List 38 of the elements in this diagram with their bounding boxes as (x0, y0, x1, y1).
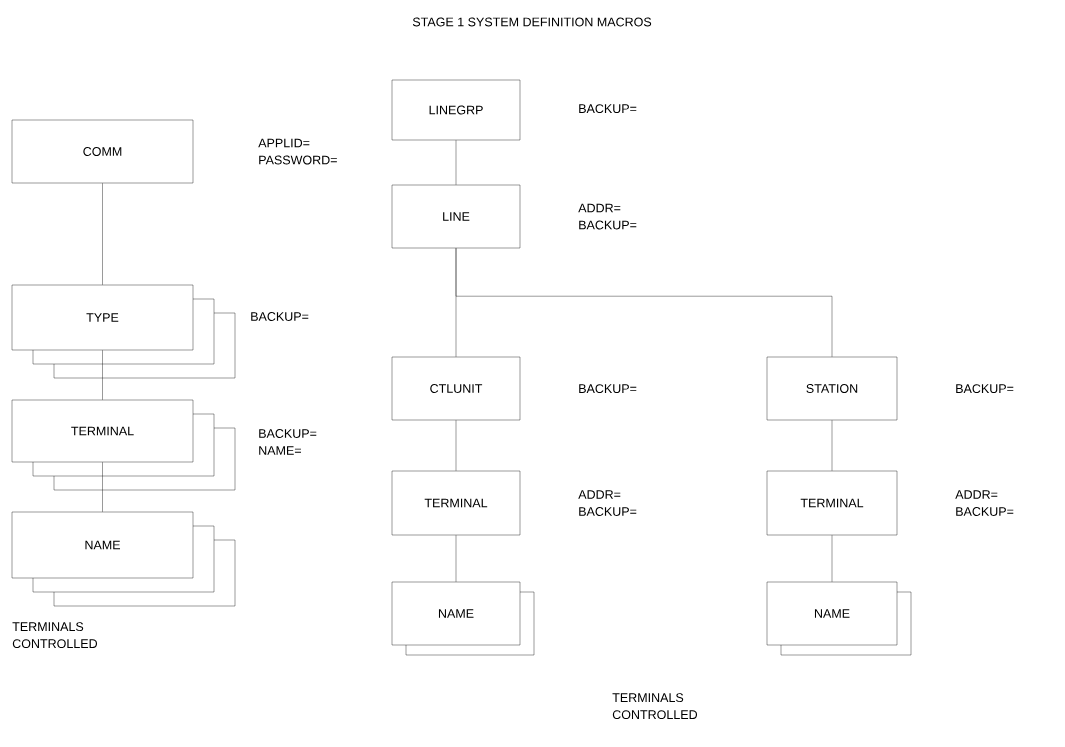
parameter-label: BACKUP= (579, 384, 637, 394)
connector-line (455, 140, 457, 185)
macro-box: TERMINAL (391, 470, 521, 536)
parameter-label: BACKUP= (579, 220, 637, 230)
title: STAGE 1 SYSTEM DEFINITION MACROS (412, 17, 652, 27)
parameter-label: BACKUP= (956, 384, 1014, 394)
parameter-label: BACKUP= (956, 507, 1014, 516)
stacked-box: NAME (766, 581, 912, 656)
parameter-label: BACKUP= (579, 104, 637, 114)
macro-box: COMM (11, 119, 194, 184)
stacked-box: TERMINAL (11, 399, 236, 491)
parameter-label: BACKUP= (251, 312, 309, 321)
connector-line (455, 248, 833, 357)
parameter-label: BACKUP= (579, 507, 637, 516)
note: TERMINALS CONTROLLED (612, 693, 698, 720)
note: TERMINALS CONTROLLED (12, 622, 97, 649)
connector-line (102, 350, 103, 400)
macro-box: LINEGRP (391, 79, 521, 141)
connector-line (455, 535, 457, 582)
parameter-label: ADDR= (578, 490, 621, 499)
parameter-label: APPLID= (258, 138, 310, 148)
macro-box: STATION (766, 356, 898, 421)
parameter-label: PASSWORD= (259, 155, 337, 165)
stacked-box: TYPE (11, 284, 236, 379)
stacked-box: NAME (11, 511, 236, 607)
macro-box: CTLUNIT (391, 356, 521, 421)
stacked-box: NAME (391, 581, 535, 656)
macro-box: TERMINAL (766, 470, 898, 536)
connector-line (102, 183, 103, 285)
macro-box: LINE (391, 184, 521, 249)
parameter-label: ADDR= (955, 490, 998, 499)
connector-line (455, 420, 457, 471)
parameter-label: ADDR= (578, 203, 621, 213)
parameter-label: NAME= (259, 446, 301, 455)
connector-line (831, 420, 833, 471)
parameter-label: BACKUP= (259, 429, 317, 438)
connector-line (831, 535, 833, 582)
connector-line (102, 462, 103, 512)
